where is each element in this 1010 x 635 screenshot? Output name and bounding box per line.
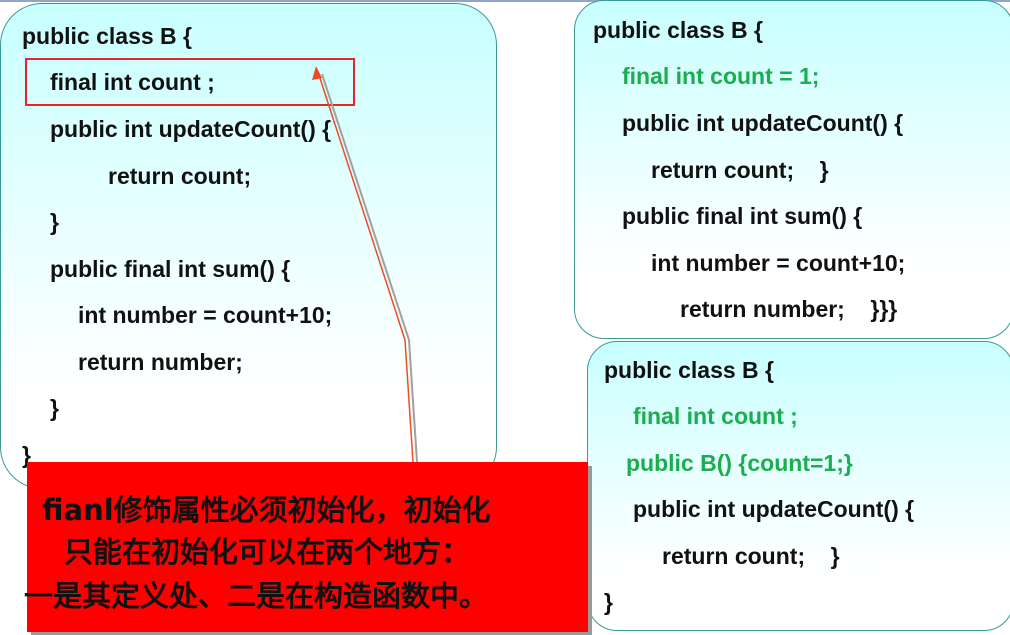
slide-top-border: [0, 0, 1010, 2]
code-line: public class B {: [593, 17, 764, 43]
highlight-box: [25, 58, 355, 106]
code-line: public class B {: [22, 23, 193, 49]
arrow-line: [317, 71, 414, 463]
right-bottom-code-panel: [587, 341, 1010, 631]
code-line: int number = count+10;: [78, 302, 333, 328]
arrow-head-icon: [312, 66, 322, 80]
code-line: public final int sum() {: [50, 256, 291, 282]
code-line: }: [50, 395, 59, 421]
code-line: final int count ;: [50, 69, 215, 95]
code-line-highlighted: final int count ;: [633, 403, 798, 429]
code-line-highlighted: final int count = 1;: [622, 63, 820, 89]
note-line: fianl修饰属性必须初始化，初始化: [42, 493, 491, 527]
code-line: public int updateCount() {: [633, 496, 915, 522]
code-line: }: [22, 442, 31, 468]
code-line-highlighted: public B() {count=1;}: [626, 450, 853, 476]
code-line: public class B {: [604, 357, 775, 383]
note-callout: [27, 462, 588, 632]
code-line: return count; }: [662, 543, 840, 569]
note-line: 只能在初始化可以在两个地方：: [64, 535, 471, 569]
code-line: return count; }: [651, 157, 829, 183]
code-line: public int updateCount() {: [50, 116, 332, 142]
code-line: }: [50, 209, 59, 235]
right-top-code-panel: [574, 0, 1010, 339]
code-line: int number = count+10;: [651, 250, 906, 276]
code-line: public int updateCount() {: [622, 110, 904, 136]
code-line: return number; }}}: [680, 296, 898, 322]
code-line: public final int sum() {: [622, 203, 863, 229]
code-line: return count;: [108, 163, 252, 189]
code-line: }: [604, 589, 613, 615]
note-line: 一是其定义处、二是在构造函数中。: [24, 579, 489, 613]
code-line: return number;: [78, 349, 243, 375]
arrow-shadow: [321, 73, 418, 463]
